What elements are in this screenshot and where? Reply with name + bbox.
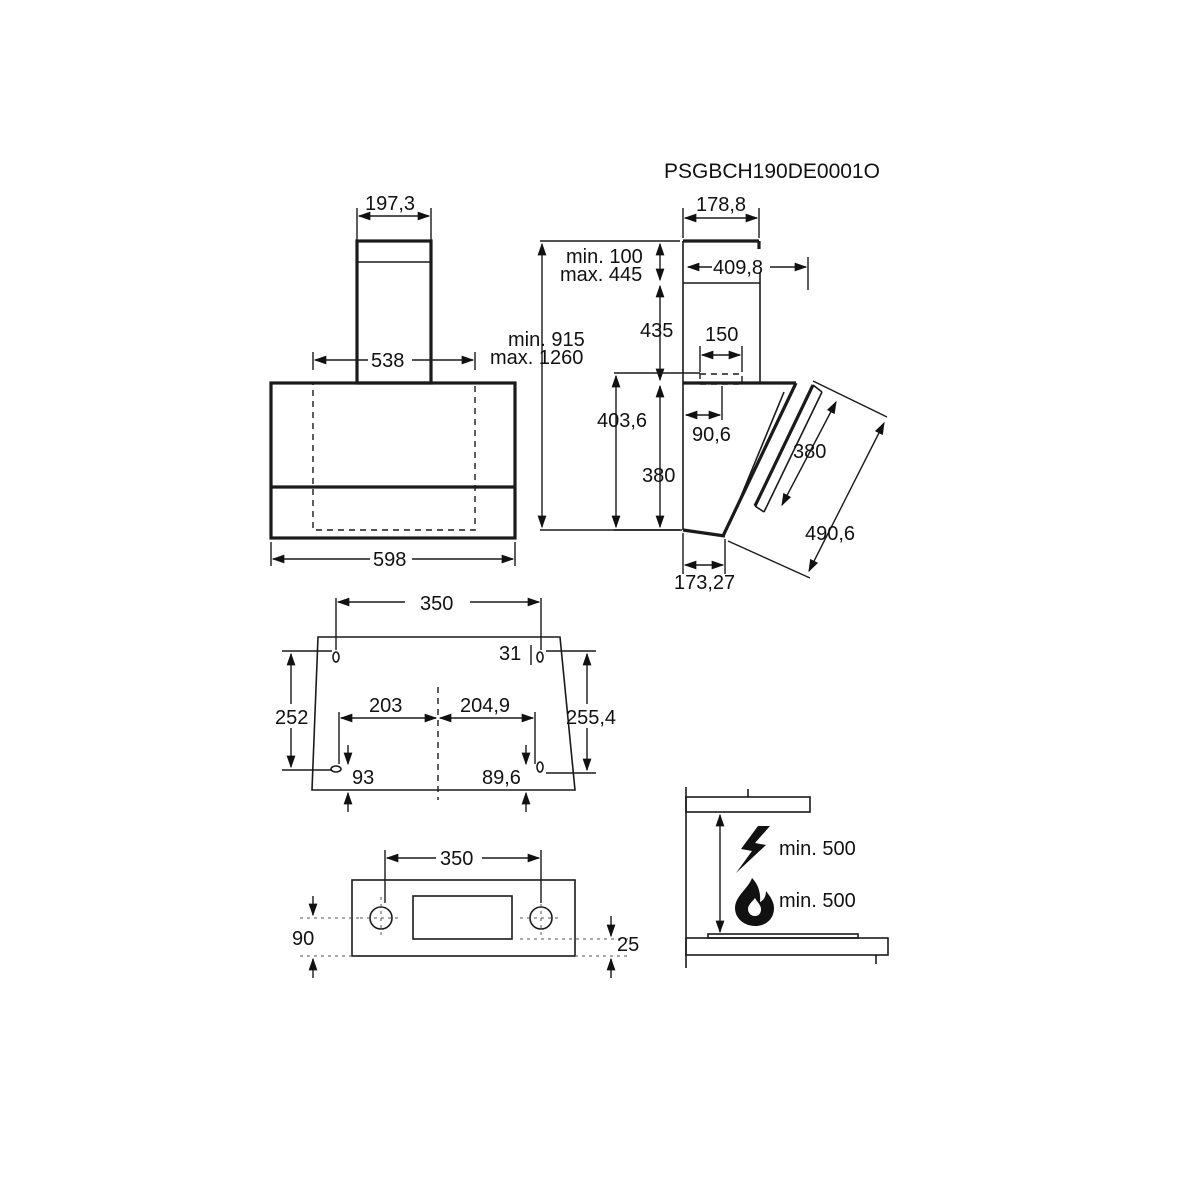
dim-bottom-left-offset: 93 — [352, 767, 374, 789]
hob-surface — [685, 937, 889, 956]
dim-chimney-lower: 435 — [640, 320, 673, 342]
dim-chimney-offset: 409,8 — [713, 257, 763, 279]
clearance-view: min. 500 min. 500 — [685, 787, 889, 968]
dim-top-hole-offset: 31 — [499, 643, 521, 665]
dim-bottom-right-offset: 89,6 — [482, 767, 521, 789]
dim-left-half: 203 — [369, 695, 402, 717]
dim-chimney-depth: 178,8 — [696, 194, 746, 216]
side-view: min. 915 max. 1260 178,8 min. 100 max. 4… — [490, 194, 888, 594]
front-inner-outline — [312, 382, 476, 531]
top-right-hole — [536, 651, 544, 663]
gas-hob-clearance: min. 500 — [779, 890, 856, 912]
bottom-right-hole — [536, 761, 544, 773]
dim-panel-depth: 490,6 — [805, 523, 855, 545]
dim-right-half: 204,9 — [460, 695, 510, 717]
control-panel — [412, 895, 513, 940]
flame-icon — [735, 878, 774, 926]
lightning-icon — [736, 826, 770, 873]
dim-bottom-left-offset: 90 — [292, 928, 314, 950]
dim-left-height: 252 — [275, 707, 308, 729]
bracket-view: 350 31 252 255,4 203 204,9 93 89,6 — [275, 593, 616, 812]
bracket-outline — [311, 636, 576, 791]
dim-bottom-hole-spacing: 350 — [440, 848, 473, 870]
front-view: 197,3 538 598 — [269, 193, 517, 571]
dim-body-height: 403,6 — [597, 410, 647, 432]
dim-chimney-width: 197,3 — [365, 193, 415, 215]
bottom-left-hole — [330, 765, 342, 773]
dim-bottom-depth: 173,27 — [674, 572, 735, 594]
hood-underside — [685, 796, 811, 813]
dim-hole-spacing-top: 350 — [420, 593, 453, 615]
dim-outlet-width: 150 — [705, 324, 738, 346]
dim-inner-width: 538 — [371, 350, 404, 372]
dim-upper-gap-min: min. 100 — [566, 246, 643, 268]
bottom-view: 350 90 25 — [292, 848, 639, 978]
electric-hob-clearance: min. 500 — [779, 838, 856, 860]
dim-panel-length: 380 — [793, 441, 826, 463]
dim-canopy-height: 380 — [642, 465, 675, 487]
model-code: PSGBCH190DE0001O — [664, 160, 880, 183]
dim-upper-gap-max: max. 445 — [560, 264, 642, 286]
dim-total-height-max: max. 1260 — [490, 347, 583, 369]
dim-total-width: 598 — [373, 549, 406, 571]
top-left-hole — [332, 651, 340, 663]
front-canopy — [269, 381, 517, 540]
dim-bottom-right-offset: 25 — [617, 934, 639, 956]
dim-total-height-min: min. 915 — [508, 329, 585, 351]
dim-outlet-offset: 90,6 — [692, 424, 731, 446]
dim-right-height: 255,4 — [566, 707, 616, 729]
